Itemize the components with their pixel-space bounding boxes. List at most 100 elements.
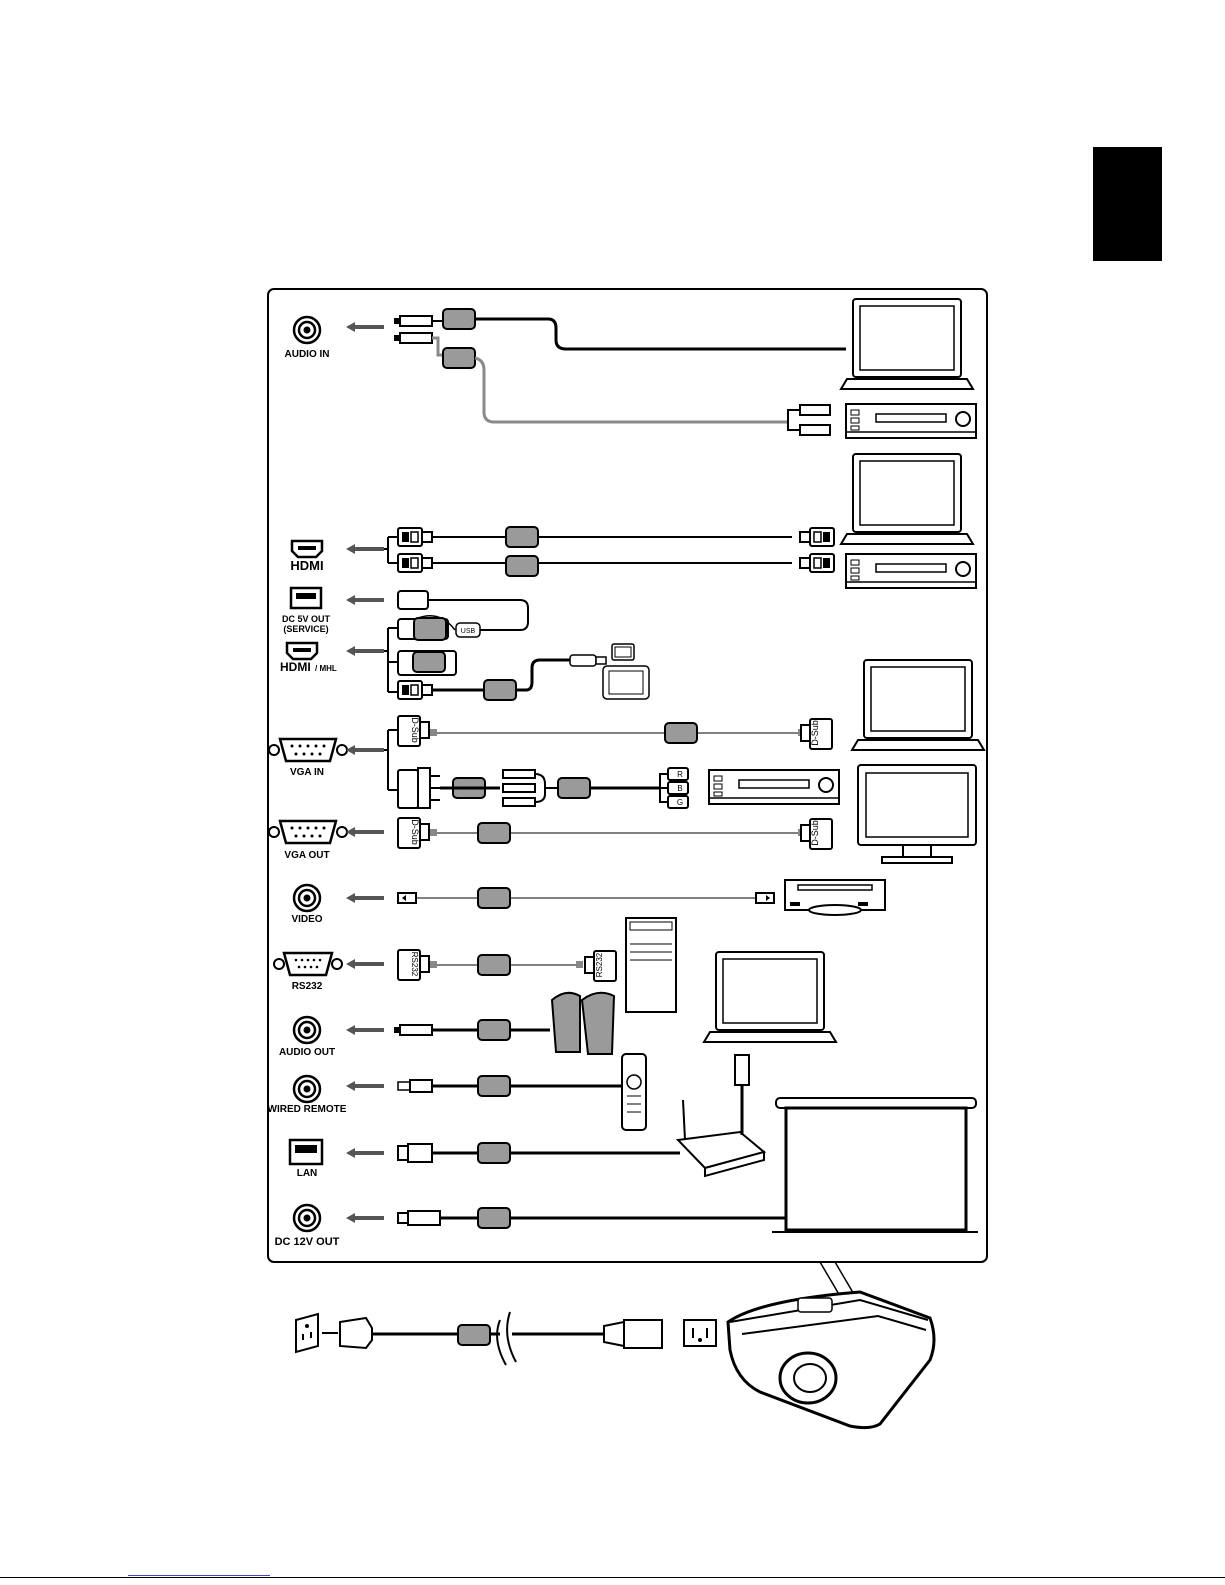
rs232-arrow <box>346 959 384 969</box>
laptop-icon <box>852 660 984 750</box>
wall-outlet-icon <box>296 1314 318 1352</box>
hdmi-label: HDMI <box>290 558 323 573</box>
vga-in-arrow <box>346 745 384 755</box>
laptop-icon <box>841 299 973 389</box>
rj45-plug <box>398 1144 432 1162</box>
dsub-text: D-Sub <box>410 819 420 845</box>
rca-video-plug <box>756 893 774 903</box>
usb-port-icon <box>291 588 321 608</box>
smartphone-icon <box>612 644 634 660</box>
audio-out-arrow <box>346 1025 384 1035</box>
component-adapter <box>398 768 440 808</box>
rca-plugs <box>788 405 830 435</box>
dsub-text: D-Sub <box>810 720 820 746</box>
wired-remote-arrow <box>346 1081 384 1091</box>
iec-plug-icon <box>604 1320 662 1348</box>
rs232-label: RS232 <box>292 981 323 992</box>
wired-remote-port-icon <box>294 1076 320 1102</box>
power-plug-icon <box>322 1318 372 1348</box>
remote-control-icon <box>622 1054 646 1130</box>
dc12v-arrow <box>346 1213 384 1223</box>
dvd-player-icon <box>846 554 976 588</box>
monitor-icon <box>858 765 976 863</box>
rs232-plug-text: RS232 <box>595 952 604 977</box>
vga-out-port-icon <box>269 821 347 843</box>
audio-out-cable-tag <box>478 1020 510 1040</box>
rca-triple-plugs <box>503 770 535 806</box>
footer-link-underline[interactable] <box>128 1575 270 1576</box>
vga-out-arrow <box>346 827 384 837</box>
hdmi-cable-tag <box>506 556 538 576</box>
audio-out-label: AUDIO OUT <box>279 1047 335 1058</box>
hdmi-arrow <box>346 544 384 554</box>
dc12v-label: DC 12V OUT <box>275 1236 340 1248</box>
projection-screen-icon <box>772 1098 978 1232</box>
iec-inlet-icon <box>684 1320 716 1346</box>
audio-in-label: AUDIO IN <box>285 349 330 360</box>
speakers-icon <box>552 993 614 1054</box>
dc12v-port-icon <box>294 1205 320 1231</box>
video-port-icon <box>294 885 320 911</box>
remote-plug <box>398 1080 432 1092</box>
wired-remote-cable-tag <box>478 1076 510 1096</box>
video-label: VIDEO <box>291 914 322 925</box>
dvd-player-icon <box>846 404 976 438</box>
mhl-dongle <box>398 618 448 640</box>
hdmi-mhl-arrow <box>346 646 384 656</box>
dsub-text: D-Sub <box>410 717 420 743</box>
streaming-stick <box>398 651 456 675</box>
lan-label: LAN <box>297 1168 318 1179</box>
audio-in-plugs <box>394 316 444 355</box>
power-cable-tag <box>458 1325 490 1345</box>
mhl-hdmi-plug <box>398 681 432 699</box>
dc5v-arrow <box>346 595 384 605</box>
audio-in-cable-tag-2 <box>443 348 475 368</box>
lan-arrow <box>346 1148 384 1158</box>
audio-in-cable-tag-1 <box>443 309 475 329</box>
rs232-port-icon <box>274 953 342 975</box>
vga-in-label: VGA IN <box>290 767 324 778</box>
dc12v-cable-tag <box>478 1208 510 1228</box>
hdmi-mhl-port-icon <box>287 643 317 659</box>
video-cable-tag <box>478 888 510 908</box>
hdmi-mhl-hdmi-text: HDMI <box>280 660 311 674</box>
projector-icon <box>728 1292 934 1428</box>
vga-out-label: VGA OUT <box>284 850 329 861</box>
router-icon <box>678 1055 764 1176</box>
hdmi-cable-tag <box>506 527 538 547</box>
rs232-plug-text: RS232 <box>410 952 419 977</box>
hdmi-port-icon <box>292 541 322 557</box>
rs232-cable-tag <box>478 955 510 975</box>
r-text: R <box>677 770 683 779</box>
dvd-player-icon <box>785 880 885 915</box>
laptop-icon <box>841 454 973 544</box>
audio-in-port-icon <box>294 317 320 343</box>
lan-port-icon <box>290 1140 322 1164</box>
dsub-text: D-Sub <box>810 820 820 846</box>
b-text: B <box>677 784 682 793</box>
dvd-player-icon <box>709 770 839 804</box>
wired-remote-label: WIRED REMOTE <box>268 1104 347 1115</box>
vga-out-cable-tag <box>478 823 510 843</box>
rca-video-plug <box>398 893 416 903</box>
component-cable-tag <box>558 778 590 798</box>
rgb-plugs: R B G <box>660 768 688 808</box>
audio-in-arrow <box>346 322 384 332</box>
pc-tower-icon <box>626 918 676 1012</box>
dc5v-label-1: DC 5V OUT <box>282 614 331 624</box>
audio-out-port-icon <box>294 1017 320 1043</box>
mhl-cable-tag <box>484 680 516 700</box>
vga-cable-tag <box>665 723 697 743</box>
footer-rule <box>0 1577 1225 1578</box>
lan-cable-tag <box>478 1143 510 1163</box>
hdmi-plug <box>398 554 432 572</box>
vga-in-port-icon <box>269 739 347 761</box>
laptop-icon <box>704 952 836 1042</box>
hdmi-plug <box>398 528 432 546</box>
dc-plug <box>398 1211 440 1225</box>
usb-text: USB <box>461 628 476 635</box>
g-text: G <box>677 798 683 807</box>
hdmi-mhl-label: / MHL <box>315 664 337 673</box>
tablet-icon <box>603 666 649 699</box>
